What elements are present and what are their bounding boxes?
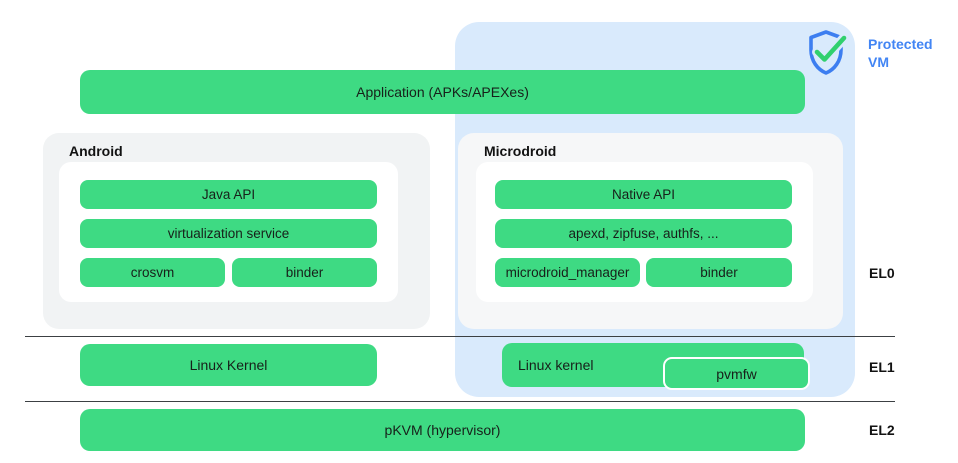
microdroid-manager-label: microdroid_manager [505,265,630,280]
el0-el1-divider [25,336,895,337]
host-linux-kernel-bar: Linux Kernel [80,344,377,386]
apexd-zipfuse-authfs-bar: apexd, zipfuse, authfs, ... [495,219,792,248]
java-api-label: Java API [201,187,256,202]
crosvm-bar: crosvm [80,258,225,287]
el1-label: EL1 [869,359,895,375]
android-box: Android Java API virtualization service … [43,133,430,329]
native-api-bar: Native API [495,180,792,209]
microdroid-linux-kernel-label: Linux kernel [518,357,594,373]
pvmfw-bar: pvmfw [663,357,810,390]
microdroid-title: Microdroid [484,143,557,159]
android-inner-box: Java API virtualization service crosvm b… [59,162,398,302]
el2-label: EL2 [869,422,895,438]
protected-vm-label-line1: Protected [868,36,933,52]
android-title: Android [69,143,123,159]
el1-el2-divider [25,401,895,402]
crosvm-label: crosvm [130,265,175,280]
microdroid-binder-bar: binder [646,258,792,287]
virtualization-service-bar: virtualization service [80,219,377,248]
microdroid-binder-label: binder [700,265,738,280]
microdroid-manager-bar: microdroid_manager [495,258,640,287]
protected-vm-label-line2: VM [868,54,889,70]
pkvm-hypervisor-bar: pKVM (hypervisor) [80,409,805,451]
android-binder-bar: binder [232,258,377,287]
java-api-bar: Java API [80,180,377,209]
pkvm-hypervisor-label: pKVM (hypervisor) [384,422,501,438]
application-bar-label: Application (APKs/APEXes) [356,84,529,100]
shield-check-icon [802,28,852,78]
protected-vm-label: Protected VM [868,35,948,71]
native-api-label: Native API [611,187,676,202]
microdroid-inner-box: Native API apexd, zipfuse, authfs, ... m… [476,162,813,302]
pvmfw-label: pvmfw [716,365,757,382]
android-binder-label: binder [285,265,324,280]
application-bar: Application (APKs/APEXes) [80,70,805,114]
el0-label: EL0 [869,265,895,281]
microdroid-box: Microdroid Native API apexd, zipfuse, au… [458,133,843,329]
virtualization-service-label: virtualization service [167,226,290,241]
apexd-zipfuse-authfs-label: apexd, zipfuse, authfs, ... [568,226,719,241]
host-linux-kernel-label: Linux Kernel [189,357,268,373]
